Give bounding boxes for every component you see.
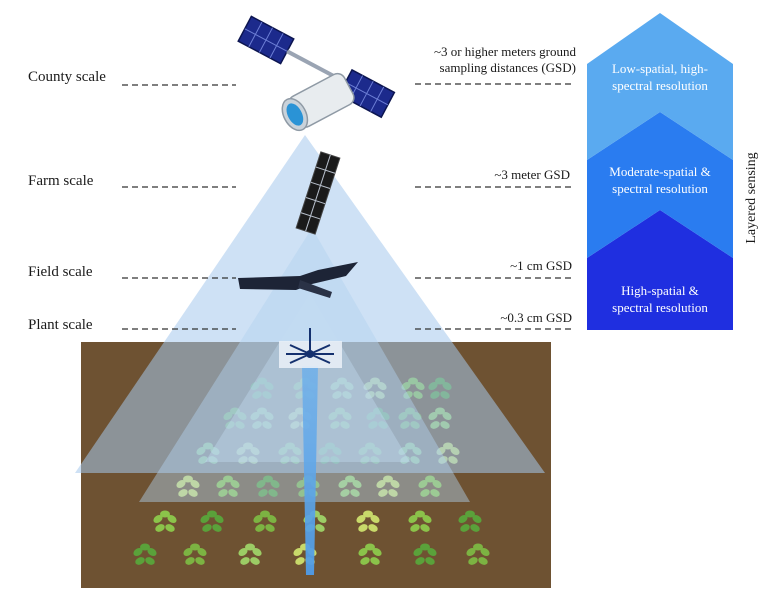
county-scale-label: County scale [28,69,106,85]
crop-plant [238,543,262,565]
crop-plant [200,510,224,532]
tier-line: spectral resolution [612,181,708,196]
satellite-view-cone [75,135,545,473]
crop-plant [376,475,400,497]
multirotor-beam [302,366,318,575]
scale-guides [122,83,574,330]
satellite [237,15,396,132]
arrow-tier-high [587,210,733,330]
farm-gsd-label: ~3 meter GSD [494,167,570,183]
arrow-tier-moderate [587,112,733,258]
tier-line: spectral resolution [612,78,708,93]
crop-plant [133,543,157,565]
crop-plant [413,543,437,565]
crop-plant [356,510,380,532]
tier-line: High-spatial & [621,283,699,298]
tier-line: spectral resolution [612,300,708,315]
tier-line: Moderate-spatial & [609,164,711,179]
nanosatellite [295,151,341,235]
crop-plant [408,510,432,532]
crop-plant [458,510,482,532]
tier-moderate-text: Moderate-spatial & spectral resolution [586,163,734,197]
gsd-line: ~1 cm GSD [510,258,572,273]
crop-plant [466,543,490,565]
farm-scale-label: Farm scale [28,173,94,189]
crop-plant [216,475,240,497]
crop-plant [338,475,362,497]
crop-plant [253,510,277,532]
tier-high-text: High-spatial & spectral resolution [586,282,734,316]
layered-sensing-title: Layered sensing [744,152,759,244]
crop-plant [418,475,442,497]
arrow-tier-low [587,13,733,160]
crop-plant [183,543,207,565]
crop-plant [256,475,280,497]
crop-plant [153,510,177,532]
layered-sensing-arrow [587,13,733,330]
gsd-line: ~0.3 cm GSD [500,310,572,325]
plant-gsd-label: ~0.3 cm GSD [500,310,572,326]
tier-line: Low-spatial, high- [611,61,709,76]
tier-low-text: Low-spatial, high- spectral resolution [586,60,734,94]
field-scale-label: Field scale [28,264,93,280]
crop-plant [176,475,200,497]
gsd-line: ~3 meter GSD [494,167,570,182]
gsd-line: ~3 or higher meters ground [433,44,576,59]
county-gsd-label: ~3 or higher meters ground sampling dist… [434,44,576,76]
field-gsd-label: ~1 cm GSD [510,258,572,274]
crop-plant [358,543,382,565]
plant-scale-label: Plant scale [28,317,93,333]
fixed-wing-drone [238,262,358,298]
multirotor-drone [279,328,342,368]
gsd-line: sampling distances (GSD) [439,60,576,75]
